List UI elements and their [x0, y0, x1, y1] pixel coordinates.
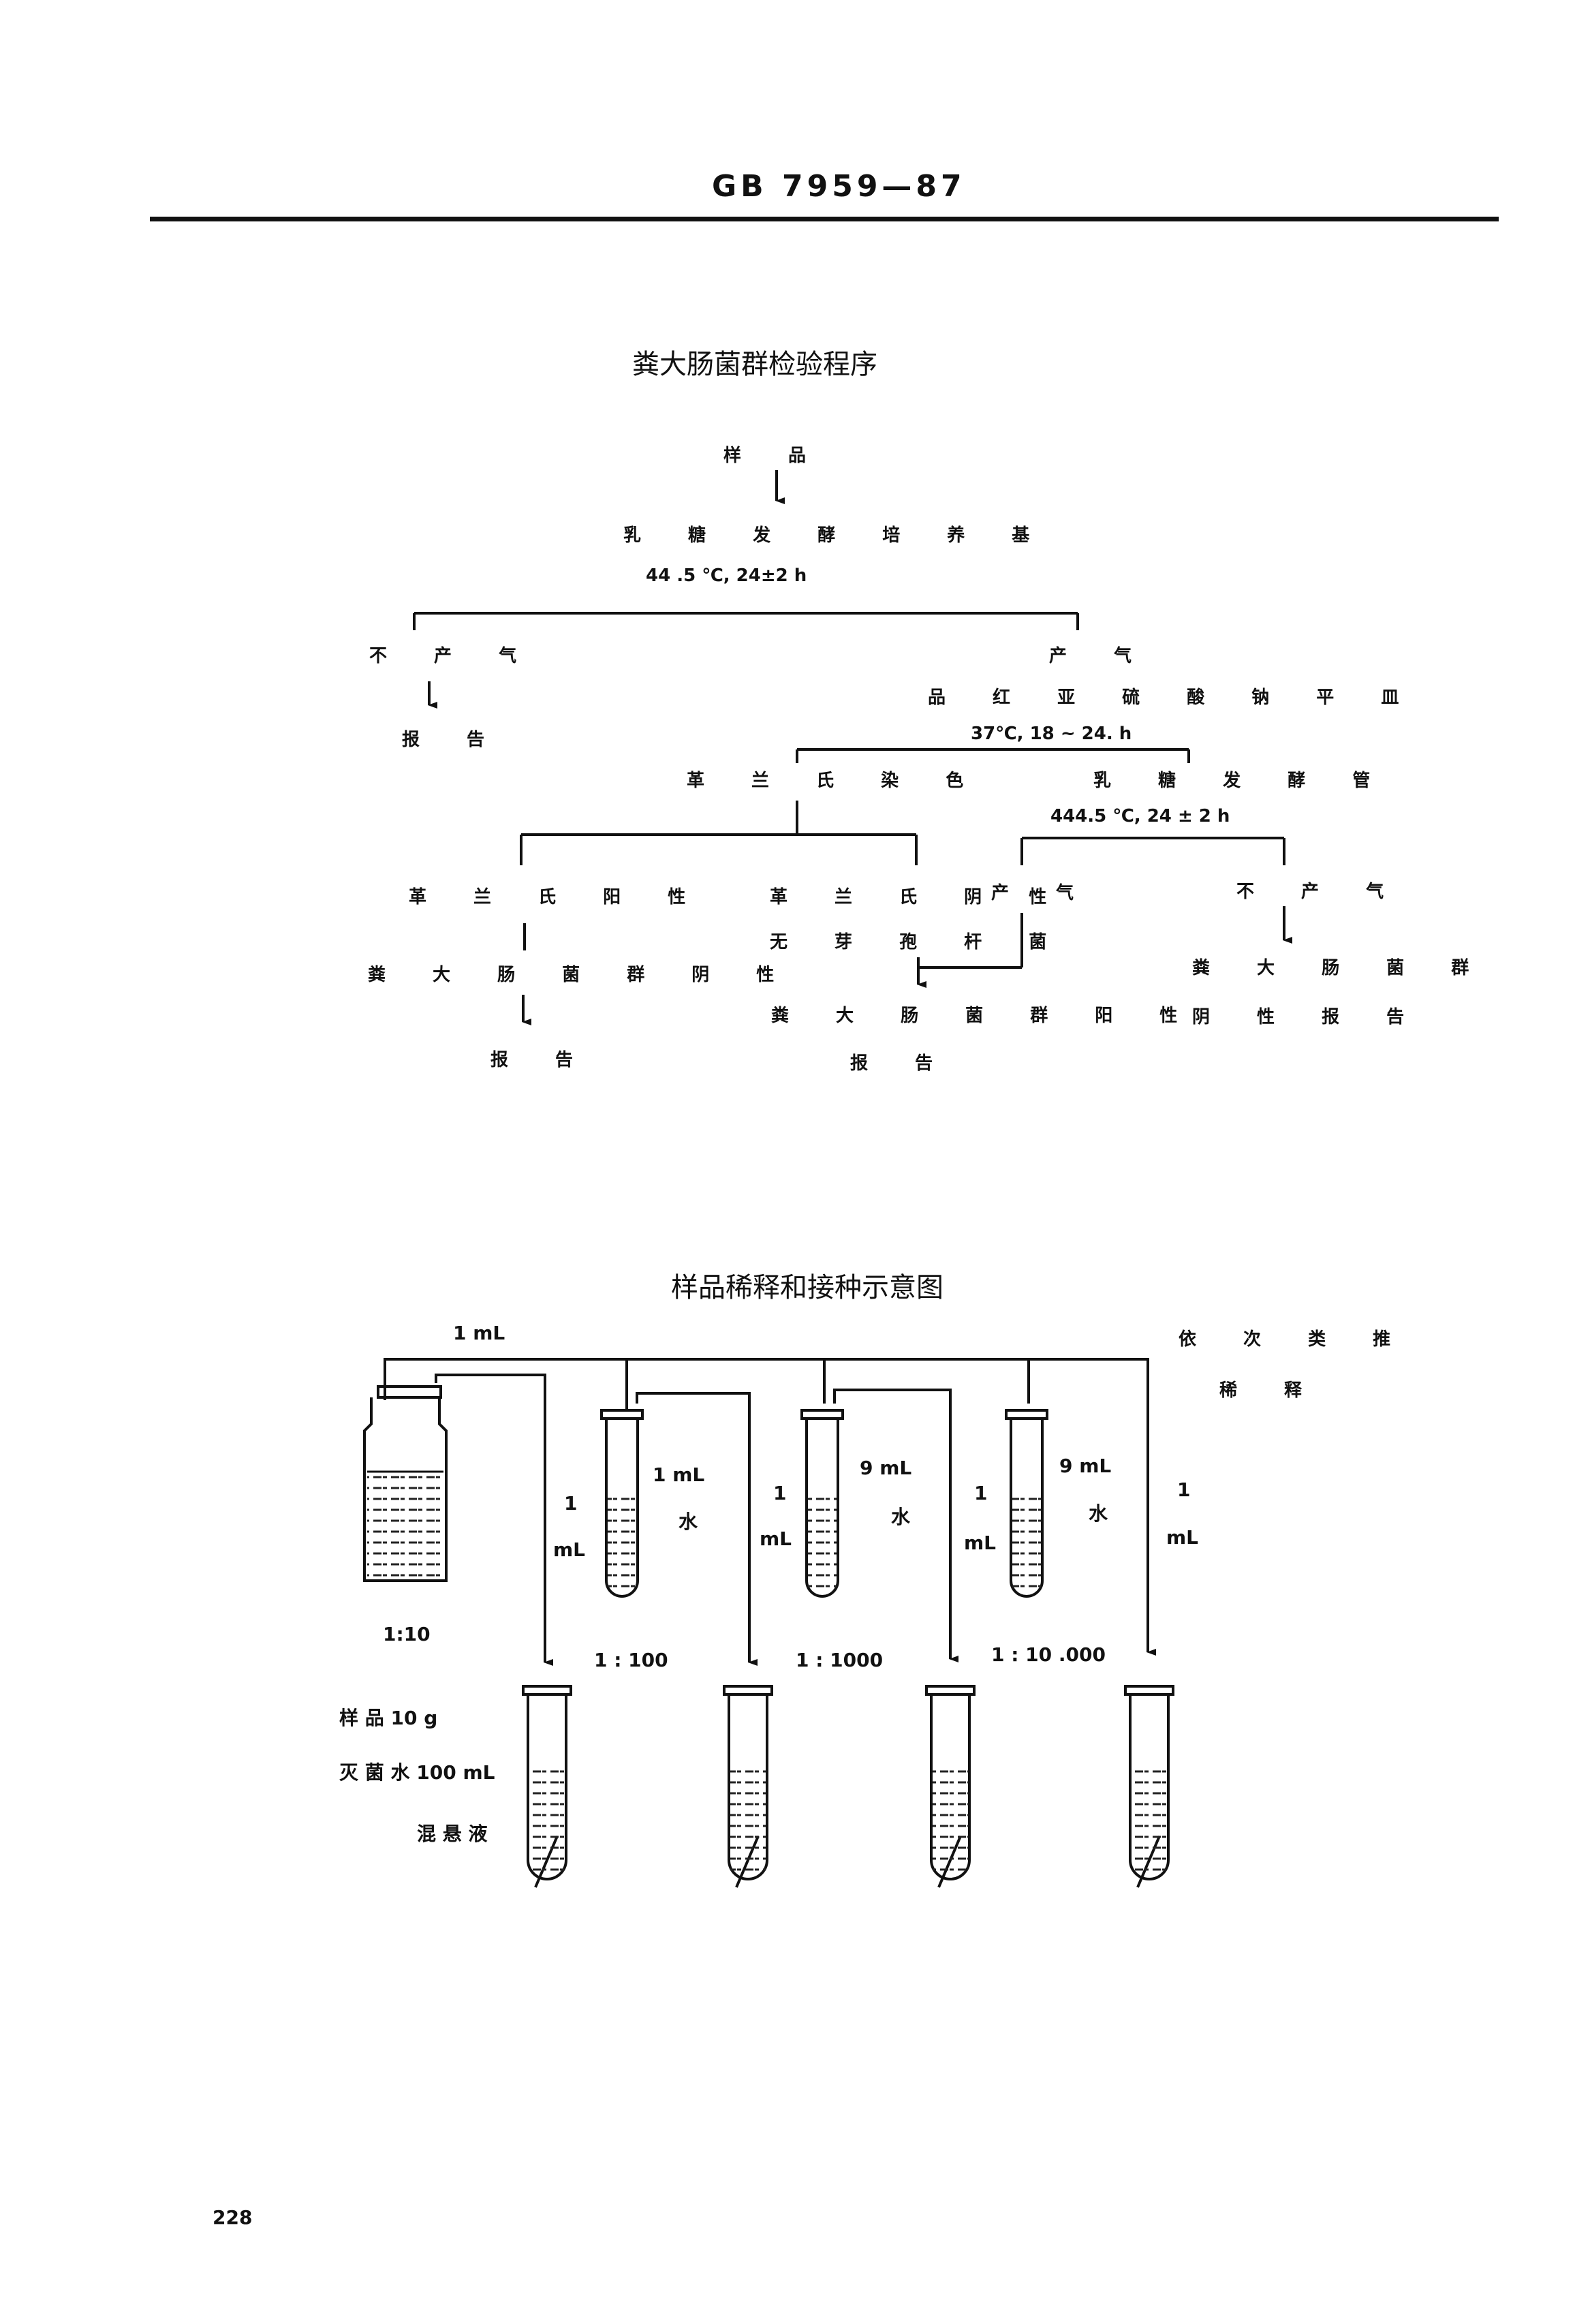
dilution-title: 样品稀释和接种示意图 [671, 1272, 944, 1303]
node-fc-negative: 粪 大 肠 菌 群 阴 性 [368, 965, 795, 985]
node-fuchsin-plate: 品 红 亚 硫 酸 钠 平 皿 [928, 687, 1420, 708]
bottle-neck [377, 1385, 442, 1399]
label-water-c: 水 [1089, 1502, 1108, 1525]
label-vol-1-b: 1 [773, 1482, 787, 1504]
label-ratio-1-10: 1:10 [383, 1623, 431, 1645]
node-gas-mid: 产 气 [991, 883, 1095, 903]
label-ml-c: mL [964, 1532, 997, 1554]
label-serial-note-2: 稀 释 [1219, 1380, 1323, 1401]
label-ratio-1-10000: 1 : 10 .000 [991, 1643, 1106, 1666]
node-report-negative: 报 告 [490, 1050, 594, 1070]
header-rule [150, 217, 1499, 221]
label-suspension: 混 悬 液 [417, 1823, 488, 1845]
flowchart-title: 粪大肠菌群检验程序 [632, 349, 877, 380]
dilution-tube-1 [600, 1409, 644, 1598]
node-lactose-medium: 乳 糖 发 酵 培 养 基 [623, 525, 1050, 546]
node-negative-report: 阴 性 报 告 [1192, 1007, 1425, 1027]
node-gas: 产 气 [1049, 646, 1153, 666]
node-gram-stain: 革 兰 氏 染 色 [687, 771, 984, 791]
node-gram-negative: 革 兰 氏 阴 性 [770, 887, 1067, 908]
node-report-left: 报 告 [402, 730, 505, 750]
label-vol-1-a: 1 [564, 1492, 578, 1515]
node-sample: 样 品 [723, 446, 827, 466]
node-fc-group: 粪 大 肠 菌 群 [1192, 958, 1490, 978]
node-lactose-tube: 乳 糖 发 酵 管 [1093, 771, 1391, 791]
label-ratio-1-1000: 1 : 1000 [796, 1649, 884, 1671]
dilution-tube-3 [1005, 1409, 1048, 1598]
page-number: 228 [213, 2206, 253, 2229]
label-sterile-water: 灭 菌 水 100 mL [339, 1761, 495, 1784]
transfer-line-1 [435, 1374, 553, 1666]
label-transfer-top: 1 mL [453, 1322, 505, 1344]
node-no-gas-right: 不 产 气 [1236, 882, 1405, 902]
dilution-tube-2 [800, 1409, 844, 1598]
node-report-positive: 报 告 [850, 1053, 954, 1074]
standard-code: GB 7959—87 [712, 169, 966, 204]
node-no-gas-left: 不 产 气 [369, 646, 537, 666]
node-gram-positive: 革 兰 氏 阳 性 [409, 887, 706, 908]
label-vol-1-d: 1 [1177, 1478, 1191, 1501]
sample-bottle [363, 1397, 448, 1582]
label-vol-1-c: 1 [974, 1482, 988, 1504]
cond-incubation-2: 37℃, 18 ~ 24. h [971, 724, 1132, 744]
tube-1-liquid [608, 1492, 636, 1591]
label-water-a: 水 [679, 1510, 698, 1533]
cond-incubation-1: 44 .5 ℃, 24±2 h [646, 565, 807, 586]
bottle-liquid [367, 1472, 443, 1579]
label-ratio-1-100: 1 : 100 [594, 1649, 668, 1671]
cond-incubation-3: 444.5 ℃, 24 ± 2 h [1050, 806, 1230, 826]
label-water-9ml-a: 9 mL [860, 1457, 912, 1479]
tube-3-liquid [1012, 1492, 1041, 1591]
transfer-line-bottle [384, 1358, 628, 1410]
label-sample-10g: 样 品 10 g [339, 1707, 438, 1729]
label-water-1ml: 1 mL [653, 1463, 705, 1486]
label-water-9ml-b: 9 mL [1059, 1455, 1112, 1477]
tube-2-liquid [808, 1492, 837, 1591]
transfer-line-2 [636, 1392, 758, 1666]
label-ml-a: mL [553, 1538, 586, 1561]
label-water-b: 水 [891, 1506, 911, 1528]
transfer-line-3 [833, 1389, 958, 1662]
label-ml-d: mL [1166, 1526, 1199, 1549]
node-no-spore-rod: 无 芽 孢 杆 菌 [770, 932, 1067, 952]
label-ml-b: mL [760, 1528, 792, 1550]
label-serial-note-1: 依 次 类 推 [1179, 1329, 1412, 1350]
node-fc-positive: 粪 大 肠 菌 群 阳 性 [771, 1006, 1198, 1026]
